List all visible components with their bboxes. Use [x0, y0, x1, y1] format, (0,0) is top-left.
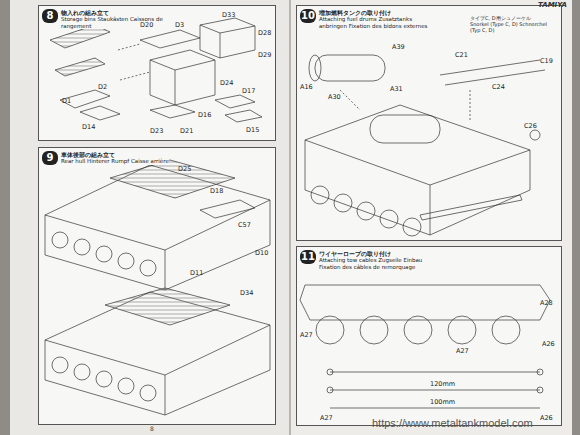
step-number: 11	[300, 250, 316, 264]
road-wheel	[311, 186, 329, 204]
part-number: D17	[242, 88, 255, 95]
part-number: C21	[455, 52, 468, 59]
step-header: 10増加燃料タンクの取り付けAttaching fuel drums Zusat…	[300, 9, 437, 29]
part-number: D29	[258, 52, 271, 59]
step-header: 8物入れの組み立てStorage bins Staukästen Caisson…	[42, 9, 179, 29]
part-number: A26	[540, 415, 553, 422]
part-number: D16	[198, 112, 211, 119]
road-wheel	[357, 202, 375, 220]
part-number: C26	[524, 123, 537, 130]
step-heading: Rear hull Hinterer Rumpf Caisse arrière	[61, 158, 169, 165]
road-wheel	[334, 194, 352, 212]
road-wheel	[492, 316, 520, 344]
part-number: A16	[300, 84, 313, 91]
step-heading: Attaching tow cables Zugseile Einbau Fix…	[319, 257, 437, 270]
part-number: A39	[392, 44, 405, 51]
road-wheel	[316, 316, 344, 344]
part-number: D24	[220, 80, 233, 87]
step-number: 9	[42, 151, 58, 165]
step-panel: 9車体後部の組み立てRear hull Hinterer Rumpf Caiss…	[38, 147, 276, 425]
part-number: C57	[238, 222, 251, 229]
part-note: タイプC, D用シュノーケル Snorkel (Type C, D) Schno…	[470, 15, 550, 33]
road-wheel	[404, 316, 432, 344]
road-wheel	[448, 316, 476, 344]
part-number: D3	[175, 22, 184, 29]
step-heading: 車体後部の組み立て	[61, 151, 169, 158]
step-heading: 増加燃料タンクの取り付け	[319, 9, 437, 16]
part-number: D1	[62, 98, 71, 105]
road-wheel	[74, 364, 90, 380]
part-number: D23	[150, 128, 163, 135]
part-number: D2	[98, 84, 107, 91]
road-wheel	[360, 316, 388, 344]
part-number: D15	[246, 127, 259, 134]
dimension: 120mm	[430, 381, 455, 388]
watermark: https://www.metaltankmodel.com	[372, 418, 533, 429]
part-number: D21	[180, 128, 193, 135]
step-number: 10	[300, 9, 316, 23]
part-number: D10	[255, 250, 268, 257]
part-number: C19	[540, 58, 553, 65]
road-wheel	[118, 253, 134, 269]
part-number: D20	[140, 22, 153, 29]
dimension: 100mm	[430, 399, 455, 406]
part-number: A26	[542, 341, 555, 348]
part-number: D34	[240, 290, 253, 297]
step-number: 8	[42, 9, 58, 23]
part-number: D33	[222, 12, 235, 19]
step-heading: ワイヤーロープの取り付け	[319, 250, 437, 257]
step-header: 9車体後部の組み立てRear hull Hinterer Rumpf Caiss…	[42, 151, 169, 165]
part-number: D25	[178, 166, 191, 173]
step-panel: 8物入れの組み立てStorage bins Staukästen Caisson…	[38, 5, 276, 141]
step-heading: Storage bins Staukästen Caissons de rang…	[61, 16, 179, 29]
part-number: A27	[456, 348, 469, 355]
brand-name: TAMIYA	[538, 2, 567, 9]
part-number: A31	[390, 86, 403, 93]
step-panel: 10増加燃料タンクの取り付けAttaching fuel drums Zusat…	[296, 5, 562, 241]
part-number: D11	[190, 270, 203, 277]
road-wheel	[52, 357, 68, 373]
part-number: C24	[492, 84, 505, 91]
road-wheel	[380, 210, 398, 228]
road-wheel	[140, 260, 156, 276]
part-number: A30	[328, 94, 341, 101]
part-number: D18	[210, 188, 223, 195]
page-number: 8	[150, 426, 154, 432]
road-wheel	[118, 378, 134, 394]
step-heading: 物入れの組み立て	[61, 9, 179, 16]
part-number: A27	[320, 415, 333, 422]
road-wheel	[96, 246, 112, 262]
step-panel: 11ワイヤーロープの取り付けAttaching tow cables Zugse…	[296, 246, 562, 426]
road-wheel	[140, 385, 156, 401]
road-wheel	[74, 239, 90, 255]
part-number: A28	[540, 300, 553, 307]
part-number: D14	[82, 124, 95, 131]
road-wheel	[96, 371, 112, 387]
part-number: D28	[258, 30, 271, 37]
part-number: A27	[300, 332, 313, 339]
step-header: 11ワイヤーロープの取り付けAttaching tow cables Zugse…	[300, 250, 437, 270]
step-heading: Attaching fuel drums Zusatztanks anbring…	[319, 16, 437, 29]
road-wheel	[403, 218, 421, 236]
road-wheel	[52, 232, 68, 248]
